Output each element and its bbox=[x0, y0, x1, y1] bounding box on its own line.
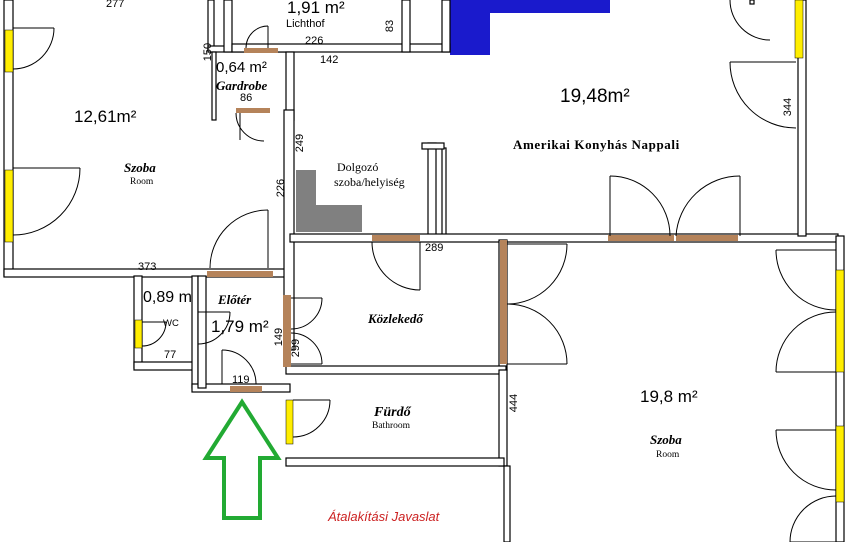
furdo-sub: Bathroom bbox=[372, 421, 411, 431]
dim-119: 119 bbox=[232, 374, 250, 386]
living-label: Amerikai Konyhás Nappali bbox=[513, 137, 680, 152]
lichthof-area: 1,91 m² bbox=[287, 0, 345, 17]
dim-299: 299 bbox=[290, 339, 302, 357]
new-door-marks bbox=[207, 48, 738, 392]
walls bbox=[3, 0, 845, 542]
dim-142: 142 bbox=[320, 54, 338, 66]
room-left-area: 12,61m² bbox=[74, 107, 137, 126]
dim-344: 344 bbox=[782, 98, 794, 116]
dim-277: 277 bbox=[106, 0, 124, 10]
room-right-area: 19,8 m² bbox=[640, 387, 698, 406]
kozlekedo-label: Közlekedő bbox=[367, 311, 424, 326]
work-label-line1: Dolgozó bbox=[337, 160, 378, 174]
work-label-line2: szoba/helyiség bbox=[334, 175, 405, 189]
gardrobe-area: 0,64 m² bbox=[216, 59, 267, 76]
wc-label: WC bbox=[163, 318, 179, 329]
dim-444: 444 bbox=[508, 394, 520, 412]
entry-arrow bbox=[202, 398, 282, 520]
grey-block bbox=[296, 170, 362, 232]
dim-289: 289 bbox=[425, 242, 443, 254]
dim-226-top: 226 bbox=[305, 35, 323, 47]
wc-area: 0,89 m bbox=[143, 289, 192, 306]
door-swings bbox=[12, 0, 837, 542]
caption: Átalakítási Javaslat bbox=[327, 509, 441, 524]
dim-150: 150 bbox=[202, 43, 214, 61]
room-left-sub: Room bbox=[130, 177, 154, 187]
room-left-label: Szoba bbox=[124, 160, 156, 175]
lichthof-label: Lichthof bbox=[286, 18, 325, 30]
eloter-area: 1,79 m² bbox=[211, 317, 269, 336]
room-right-label: Szoba bbox=[650, 432, 682, 447]
gardrobe-label: Gardrobe bbox=[216, 78, 268, 93]
room-right-sub: Room bbox=[656, 450, 680, 460]
blue-block bbox=[450, 0, 610, 55]
dim-226-side: 226 bbox=[275, 179, 287, 197]
dim-86: 86 bbox=[240, 92, 252, 104]
dim-373: 373 bbox=[138, 261, 156, 273]
eloter-label: Előtér bbox=[217, 292, 252, 307]
furdo-label: Fürdő bbox=[373, 405, 412, 420]
dim-77: 77 bbox=[164, 349, 176, 361]
dim-249: 249 bbox=[294, 134, 306, 152]
dim-149: 149 bbox=[273, 328, 285, 346]
living-area: 19,48m² bbox=[560, 86, 630, 107]
windows bbox=[4, 0, 845, 503]
dim-83: 83 bbox=[384, 20, 396, 32]
